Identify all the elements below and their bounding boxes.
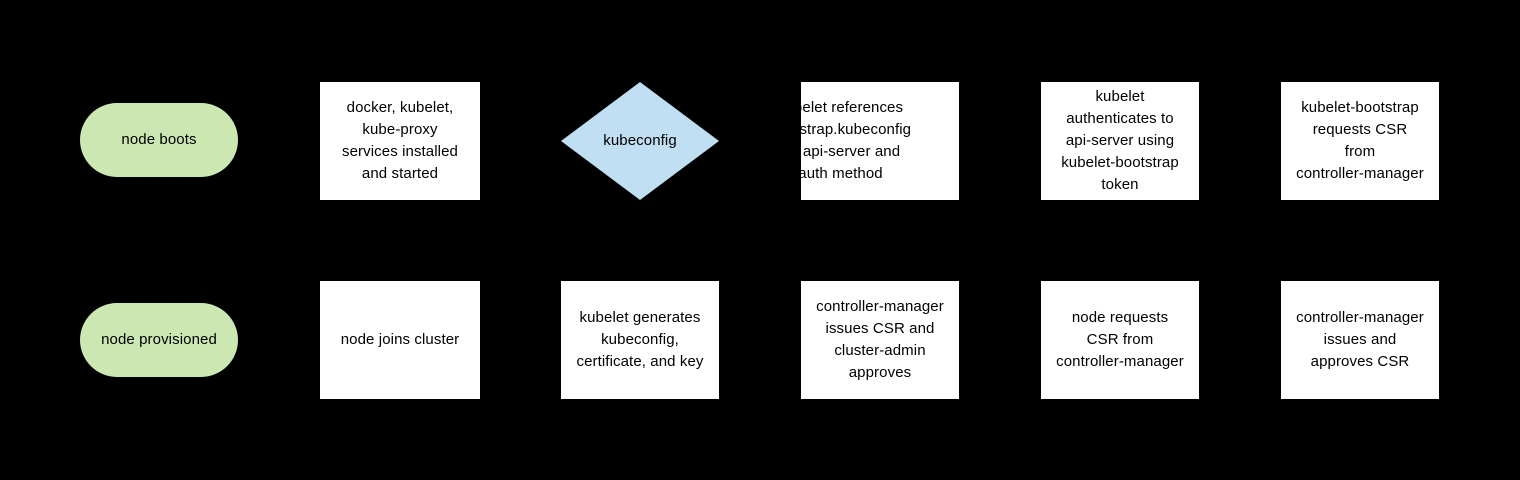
flow-node-label: node provisioned bbox=[101, 331, 217, 348]
flow-node-node-provisioned[interactable]: node provisioned bbox=[80, 303, 238, 377]
flow-node-node-requests-csr[interactable]: node requests CSR from controller-manage… bbox=[1041, 281, 1199, 399]
flow-node-node-joins-cluster[interactable]: node joins cluster bbox=[320, 281, 480, 399]
flow-node-node-boots[interactable]: node boots bbox=[80, 103, 238, 177]
flow-node-label: node boots bbox=[121, 131, 197, 148]
flow-node-services-installed[interactable]: docker, kubelet, kube-proxy services ins… bbox=[320, 82, 480, 200]
flow-node-kubelet-generates-kubeconfig[interactable]: kubelet generates kubeconfig, certificat… bbox=[561, 281, 719, 399]
flow-node-label: controller-manager issues CSR and cluste… bbox=[816, 298, 944, 381]
flow-node-kubelet-authenticates[interactable]: kubelet authenticates to api-server usin… bbox=[1041, 82, 1199, 200]
flow-node-kubelet-bootstrap-requests-csr[interactable]: kubelet-bootstrap requests CSR from cont… bbox=[1281, 82, 1439, 200]
flow-node-label: kubelet-bootstrap requests CSR from cont… bbox=[1296, 99, 1424, 182]
flow-node-label: docker, kubelet, kube-proxy services ins… bbox=[341, 99, 458, 182]
flow-node-label: node joins cluster bbox=[340, 331, 460, 348]
flow-node-label: kubelet references bootstrap.kubeconfig … bbox=[769, 99, 912, 182]
flow-node-kubelet-references-bootstrap[interactable]: kubelet references bootstrap.kubeconfig … bbox=[770, 82, 959, 200]
flow-node-controller-manager-issues-csr[interactable]: controller-manager issues CSR and cluste… bbox=[801, 281, 959, 399]
flow-node-controller-manager-issues-approves[interactable]: controller-manager issues and approves C… bbox=[1281, 281, 1439, 399]
flow-node-label: controller-manager issues and approves C… bbox=[1296, 309, 1424, 370]
flow-node-label: kubelet generates kubeconfig, certificat… bbox=[576, 309, 704, 370]
flow-node-label: kubeconfig bbox=[603, 132, 677, 149]
flow-node-label: node requests CSR from controller-manage… bbox=[1056, 309, 1184, 370]
flow-node-label: kubelet authenticates to api-server usin… bbox=[1061, 88, 1179, 193]
flow-node-kubeconfig[interactable]: kubeconfig bbox=[561, 82, 719, 200]
